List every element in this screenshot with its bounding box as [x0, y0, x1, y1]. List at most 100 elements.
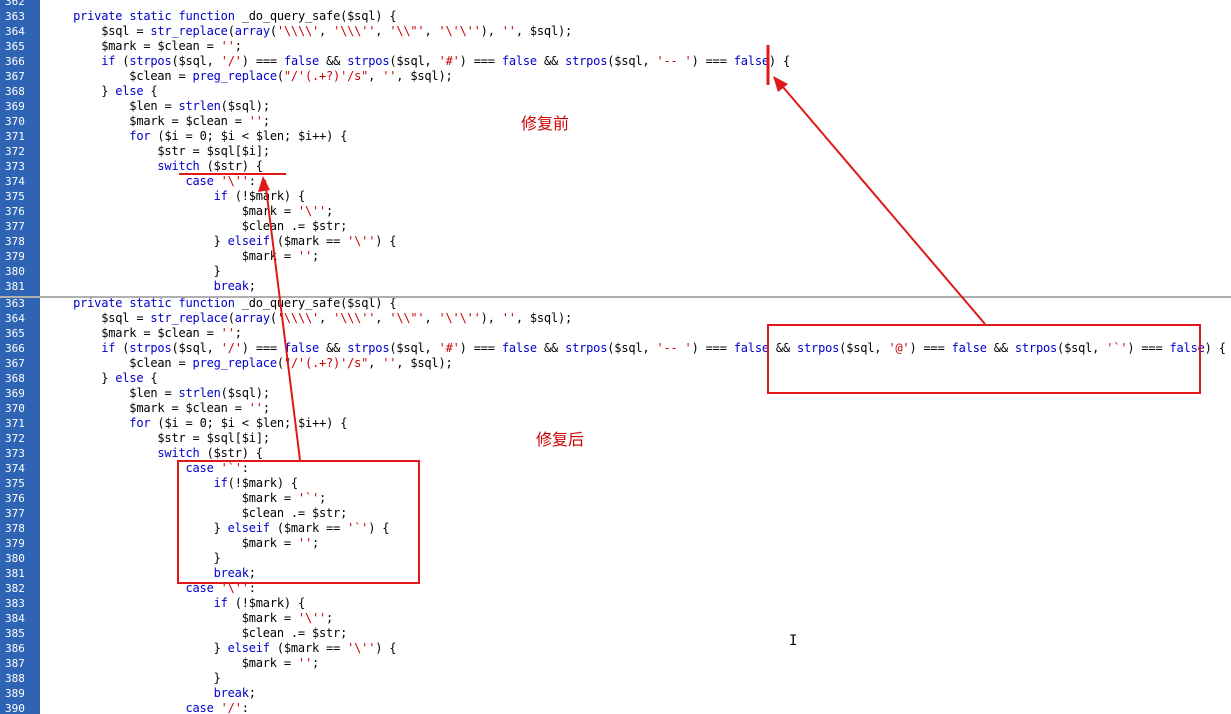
i-beam-cursor-icon: I — [789, 633, 798, 649]
code-line[interactable]: } — [213, 671, 221, 685]
code-line[interactable]: $clean .= $str; — [241, 506, 348, 520]
code-line[interactable]: $mark = '\''; — [241, 204, 334, 218]
highlight-box-case — [177, 460, 420, 584]
code-line[interactable]: $clean = preg_replace("/'(.+?)'/s", '', … — [129, 69, 453, 83]
code-line[interactable]: } — [213, 264, 221, 278]
line-number: 363 — [5, 298, 25, 310]
line-number: 384 — [5, 612, 25, 625]
line-number: 376 — [5, 205, 25, 218]
code-line[interactable]: case '`': — [185, 461, 249, 475]
code-line[interactable]: if(!$mark) { — [213, 476, 299, 490]
line-number: 382 — [5, 582, 25, 595]
line-number: 380 — [5, 265, 25, 278]
code-line[interactable]: $str = $sql[$i]; — [157, 144, 270, 158]
code-line[interactable]: $mark = $clean = ''; — [101, 326, 242, 340]
line-number: 378 — [5, 522, 25, 535]
line-number: 372 — [5, 432, 25, 445]
line-number: 378 — [5, 235, 25, 248]
line-number: 386 — [5, 642, 25, 655]
line-number: 385 — [5, 627, 25, 640]
line-number: 370 — [5, 115, 25, 128]
line-number: 373 — [5, 160, 25, 173]
line-number: 371 — [5, 417, 25, 430]
line-number: 364 — [5, 25, 25, 38]
line-number: 370 — [5, 402, 25, 415]
code-line[interactable]: $mark = ''; — [241, 249, 320, 263]
line-number: 366 — [5, 55, 25, 68]
line-number: 376 — [5, 492, 25, 505]
code-line[interactable]: break; — [213, 566, 256, 580]
code-line[interactable]: } else { — [101, 84, 158, 98]
code-line[interactable]: } else { — [101, 371, 158, 385]
code-line[interactable]: } elseif ($mark == '\'') { — [213, 641, 397, 655]
line-number: 371 — [5, 130, 25, 143]
highlight-box-condition — [767, 324, 1201, 394]
code-line[interactable]: for ($i = 0; $i < $len; $i++) { — [129, 416, 348, 430]
code-line[interactable]: $clean .= $str; — [241, 219, 348, 233]
code-line[interactable]: } elseif ($mark == '\'') { — [213, 234, 397, 248]
line-number: 389 — [5, 687, 25, 700]
code-line[interactable]: break; — [213, 686, 256, 700]
line-number: 374 — [5, 175, 25, 188]
line-number: 379 — [5, 250, 25, 263]
code-line[interactable]: for ($i = 0; $i < $len; $i++) { — [129, 129, 348, 143]
line-number: 374 — [5, 462, 25, 475]
before-fix-label: 修复前 — [521, 114, 570, 133]
code-line[interactable]: $sql = str_replace(array('\\\\', '\\\'',… — [101, 24, 573, 38]
line-number: 390 — [5, 702, 25, 714]
code-line[interactable]: case '\'': — [185, 174, 256, 188]
code-line[interactable]: switch ($str) { — [157, 159, 263, 173]
code-line[interactable]: break; — [213, 279, 256, 293]
line-number: 380 — [5, 552, 25, 565]
line-number: 387 — [5, 657, 25, 670]
code-line[interactable]: $str = $sql[$i]; — [157, 431, 270, 445]
code-line[interactable]: $mark = '`'; — [241, 491, 327, 505]
code-line[interactable]: private static function _do_query_safe($… — [73, 298, 397, 310]
line-number: 379 — [5, 537, 25, 550]
code-line[interactable]: $mark = '\''; — [241, 611, 334, 625]
code-line[interactable]: $mark = ''; — [241, 656, 320, 670]
code-line[interactable]: $clean .= $str; — [241, 626, 348, 640]
code-line[interactable]: $mark = $clean = ''; — [101, 39, 242, 53]
code-line[interactable]: if (strpos($sql, '/') === false && strpo… — [101, 341, 1226, 355]
line-number: 375 — [5, 190, 25, 203]
after-fix-label: 修复后 — [536, 430, 585, 449]
line-number: 364 — [5, 312, 25, 325]
line-number: 388 — [5, 672, 25, 685]
line-number: 377 — [5, 507, 25, 520]
line-number: 372 — [5, 145, 25, 158]
line-number: 381 — [5, 280, 25, 293]
code-line[interactable]: $sql = str_replace(array('\\\\', '\\\'',… — [101, 311, 573, 325]
line-number: 368 — [5, 372, 25, 385]
code-line[interactable]: case '\'': — [185, 581, 256, 595]
line-number: 366 — [5, 342, 25, 355]
line-number: 369 — [5, 100, 25, 113]
line-number: 383 — [5, 597, 25, 610]
code-line[interactable]: if (!$mark) { — [213, 596, 306, 610]
code-line[interactable]: $mark = $clean = ''; — [129, 114, 270, 128]
code-line[interactable]: if (!$mark) { — [213, 189, 306, 203]
line-number: 367 — [5, 70, 25, 83]
code-line[interactable]: } — [213, 551, 221, 565]
line-number: 377 — [5, 220, 25, 233]
line-number: 381 — [5, 567, 25, 580]
code-line[interactable]: $clean = preg_replace("/'(.+?)'/s", '', … — [129, 356, 453, 370]
code-line[interactable]: $mark = $clean = ''; — [129, 401, 270, 415]
code-line[interactable]: private static function _do_query_safe($… — [73, 9, 397, 23]
code-line[interactable]: case '/': — [185, 701, 249, 714]
code-line[interactable]: $len = strlen($sql); — [129, 99, 270, 113]
line-number: 373 — [5, 447, 25, 460]
line-number: 369 — [5, 387, 25, 400]
line-number: 365 — [5, 327, 25, 340]
code-line[interactable]: $len = strlen($sql); — [129, 386, 270, 400]
code-line[interactable]: } elseif ($mark == '`') { — [213, 521, 390, 535]
code-line[interactable]: $mark = ''; — [241, 536, 320, 550]
code-line[interactable]: if (strpos($sql, '/') === false && strpo… — [101, 54, 790, 68]
code-line[interactable]: switch ($str) { — [157, 446, 263, 460]
line-number: 362 — [5, 0, 25, 8]
line-number: 375 — [5, 477, 25, 490]
